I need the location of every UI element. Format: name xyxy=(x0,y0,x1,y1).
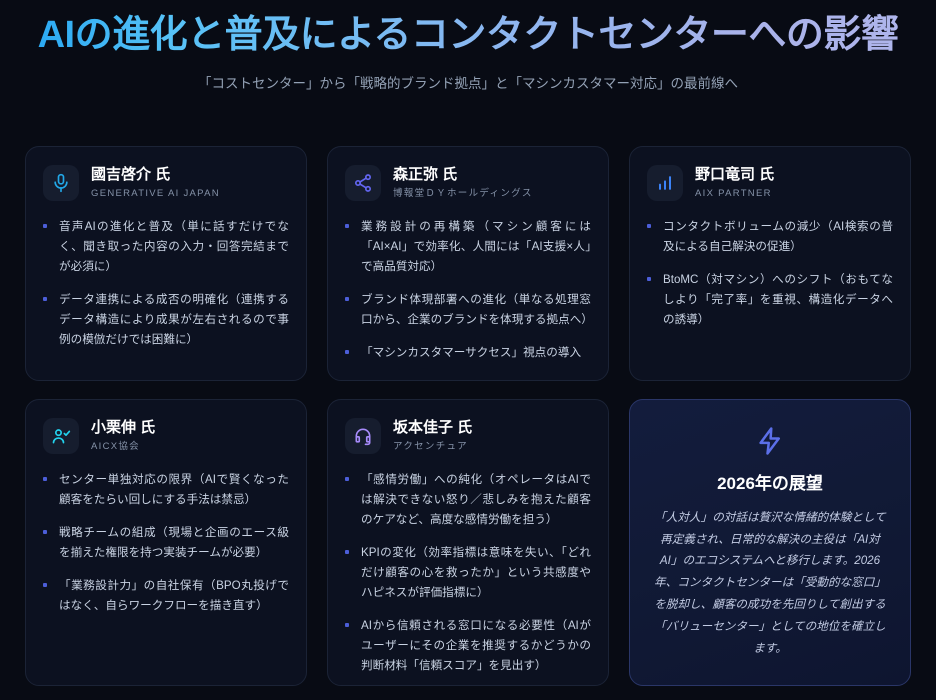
speaker-identity: 國吉啓介 氏 GENERATIVE AI JAPAN xyxy=(91,166,220,199)
speaker-card[interactable]: 小栗伸 氏 AICX協会 センター単独対応の限界（AIで賢くなった顧客をたらい回… xyxy=(25,399,307,686)
speaker-org: AIX PARTNER xyxy=(695,188,772,200)
list-item: ブランド体現部署への進化（単なる処理窓口から、企業のブランドを体現する拠点へ） xyxy=(345,290,593,330)
speaker-name: 國吉啓介 氏 xyxy=(91,166,171,184)
insight-list: コンタクトボリュームの減少（AI検索の普及による自己解決の促進） BtoMC（対… xyxy=(647,217,893,330)
share-network-icon xyxy=(345,165,381,201)
lightning-bolt-icon xyxy=(755,426,785,461)
list-item: コンタクトボリュームの減少（AI検索の普及による自己解決の促進） xyxy=(647,217,893,257)
speaker-org: AICX協会 xyxy=(91,441,140,453)
speaker-identity: 坂本佳子 氏 アクセンチュア xyxy=(393,419,472,452)
list-item: 「感情労働」への純化（オペレータはAIでは解決できない怒り／悲しみを抱えた顧客の… xyxy=(345,470,591,530)
speaker-name: 森正弥 氏 xyxy=(393,166,458,184)
list-item: 戦略チームの組成（現場と企画のエース級を揃えた権限を持つ実装チームが必要） xyxy=(43,523,289,563)
outlook-title: 2026年の展望 xyxy=(717,473,823,493)
speaker-name: 坂本佳子 氏 xyxy=(393,419,473,437)
speaker-header: 野口竜司 氏 AIX PARTNER xyxy=(647,165,893,201)
speaker-header: 小栗伸 氏 AICX協会 xyxy=(43,418,289,454)
list-item: センター単独対応の限界（AIで賢くなった顧客をたらい回しにする手法は禁忌） xyxy=(43,470,289,510)
list-item: 「マシンカスタマーサクセス」視点の導入 xyxy=(345,343,591,363)
speaker-org: GENERATIVE AI JAPAN xyxy=(91,188,220,200)
list-item: 「業務設計力」の自社保有（BPO丸投げではなく、自らワークフローを描き直す） xyxy=(43,576,289,616)
page-subtitle: 「コストセンター」から「戦略的ブランド拠点」と「マシンカスタマー対応」の最前線へ xyxy=(198,76,738,92)
speaker-card[interactable]: 野口竜司 氏 AIX PARTNER コンタクトボリュームの減少（AI検索の普及… xyxy=(629,146,911,381)
speaker-header: 森正弥 氏 博報堂ＤＹホールディングス xyxy=(345,165,591,201)
insight-list: 業務設計の再構築（マシン顧客には「AI×AI」で効率化、人間には「AI支援×人」… xyxy=(345,217,593,363)
speaker-org: アクセンチュア xyxy=(393,441,468,453)
speaker-identity: 森正弥 氏 博報堂ＤＹホールディングス xyxy=(393,166,533,199)
list-item: BtoMC（対マシン）へのシフト（おもてなしより「完了率」を重視、構造化データへ… xyxy=(647,270,893,330)
user-check-icon xyxy=(43,418,79,454)
speaker-identity: 小栗伸 氏 AICX協会 xyxy=(91,419,155,452)
outlook-card[interactable]: 2026年の展望 「人対人」の対話は贅沢な情緒的体験として再定義され、日常的な解… xyxy=(629,399,911,686)
speaker-card[interactable]: 森正弥 氏 博報堂ＤＹホールディングス 業務設計の再構築（マシン顧客には「AI×… xyxy=(327,146,609,381)
bar-chart-icon xyxy=(647,165,683,201)
list-item: KPIの変化（効率指標は意味を失い、「どれだけ顧客の心を救ったか」という共感度や… xyxy=(345,543,591,603)
insight-list: 「感情労働」への純化（オペレータはAIでは解決できない怒り／悲しみを抱えた顧客の… xyxy=(345,470,591,675)
speaker-card-grid: 國吉啓介 氏 GENERATIVE AI JAPAN 音声AIの進化と普及（単に… xyxy=(25,146,911,686)
insight-list: 音声AIの進化と普及（単に話すだけでなく、聞き取った内容の入力・回答完結までが必… xyxy=(43,217,289,350)
slide-header: AIの進化と普及によるコンタクトセンターへの影響 「コストセンター」から「戦略的… xyxy=(0,0,936,96)
headset-icon xyxy=(345,418,381,454)
outlook-body: 「人対人」の対話は贅沢な情緒的体験として再定義され、日常的な解決の主役は「AI対… xyxy=(654,510,886,655)
list-item: AIから信頼される窓口になる必要性（AIがユーザーにその企業を推奨するかどうかの… xyxy=(345,616,591,676)
speaker-org: 博報堂ＤＹホールディングス xyxy=(393,188,533,200)
speaker-header: 坂本佳子 氏 アクセンチュア xyxy=(345,418,591,454)
speaker-card[interactable]: 坂本佳子 氏 アクセンチュア 「感情労働」への純化（オペレータはAIでは解決でき… xyxy=(327,399,609,686)
speaker-name: 小栗伸 氏 xyxy=(91,419,156,437)
speaker-name: 野口竜司 氏 xyxy=(695,166,775,184)
list-item: 業務設計の再構築（マシン顧客には「AI×AI」で効率化、人間には「AI支援×人」… xyxy=(345,217,591,277)
speaker-identity: 野口竜司 氏 AIX PARTNER xyxy=(695,166,774,199)
page-title: AIの進化と普及によるコンタクトセンターへの影響 xyxy=(0,12,936,58)
insight-list: センター単独対応の限界（AIで賢くなった顧客をたらい回しにする手法は禁忌） 戦略… xyxy=(43,470,289,616)
list-item: データ連携による成否の明確化（連携するデータ構造により成果が左右されるので事例の… xyxy=(43,290,289,350)
list-item: 音声AIの進化と普及（単に話すだけでなく、聞き取った内容の入力・回答完結までが必… xyxy=(43,217,289,277)
speaker-card[interactable]: 國吉啓介 氏 GENERATIVE AI JAPAN 音声AIの進化と普及（単に… xyxy=(25,146,307,381)
microphone-icon xyxy=(43,165,79,201)
speaker-header: 國吉啓介 氏 GENERATIVE AI JAPAN xyxy=(43,165,289,201)
